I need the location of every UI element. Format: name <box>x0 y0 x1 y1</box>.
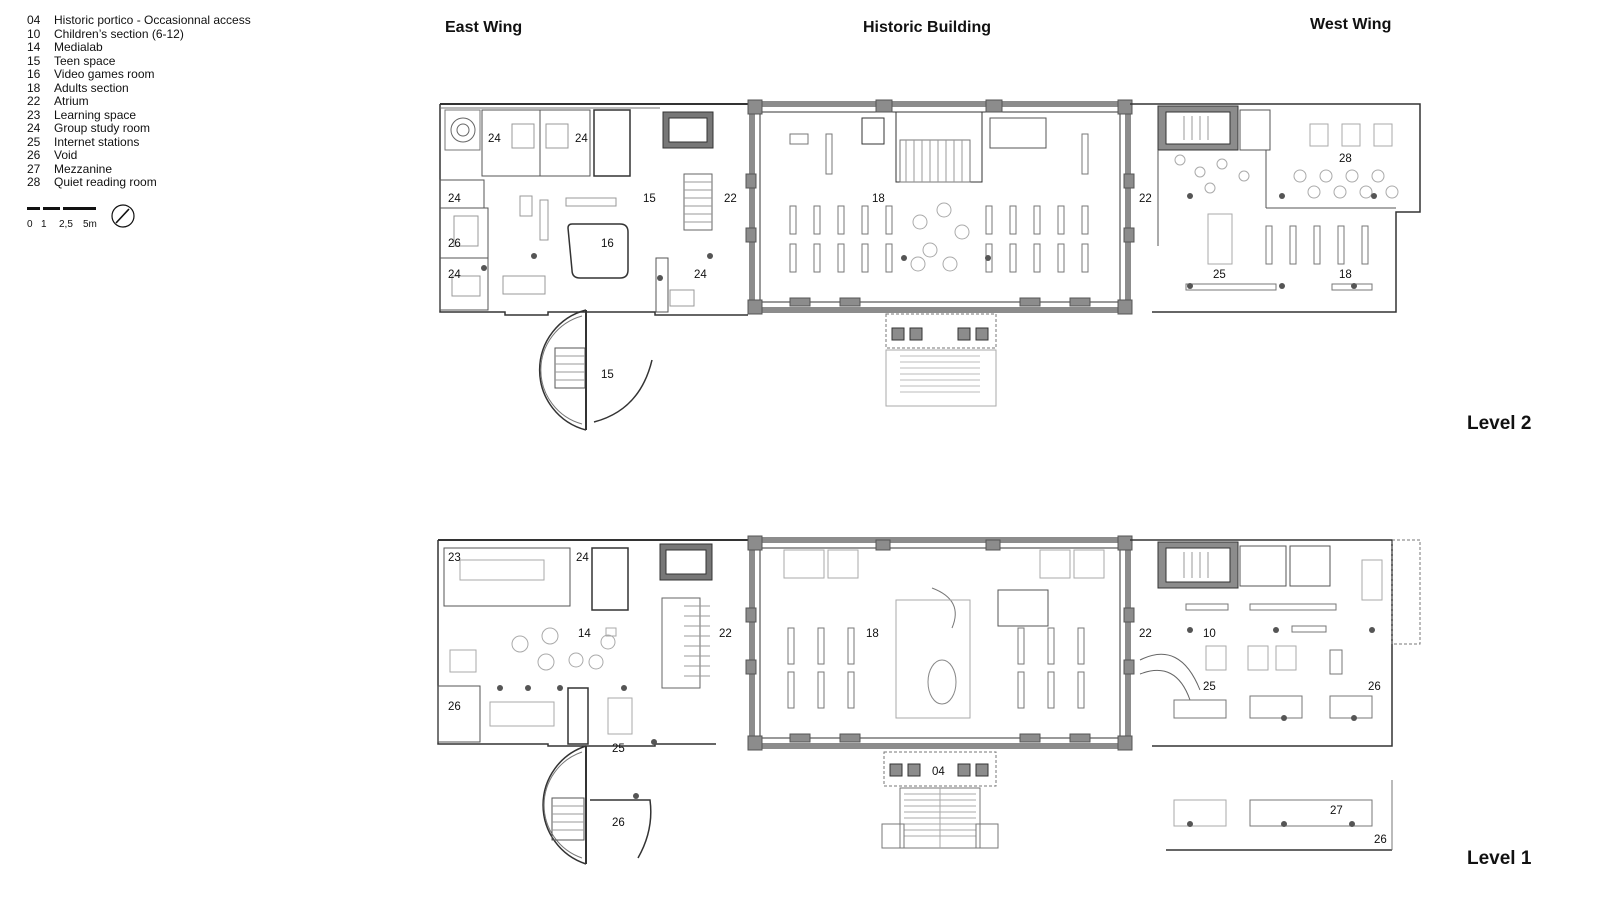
room-label: 16 <box>601 238 614 250</box>
legend-item: 28 Quiet reading room <box>27 175 251 190</box>
legend-label: Atrium <box>54 94 89 108</box>
legend-label: Medialab <box>54 40 103 54</box>
scale-tick-0: 0 <box>27 219 33 230</box>
room-label: 22 <box>1139 628 1152 640</box>
level-1-west-wing <box>1130 539 1421 851</box>
legend-number: 28 <box>27 175 41 189</box>
room-label: 24 <box>448 193 461 205</box>
level-2-plan <box>439 99 1421 431</box>
legend-item: 27 Mezzanine <box>27 161 251 177</box>
level-1-room-labels: 23 24 14 22 18 22 10 25 26 26 25 04 26 2… <box>448 552 1387 846</box>
legend-item: 26 Void <box>27 148 251 163</box>
legend-number: 26 <box>27 148 41 162</box>
legend-label: Quiet reading room <box>54 175 157 189</box>
legend-item: 14 Medialab <box>27 40 251 55</box>
legend-number: 10 <box>27 26 41 41</box>
legend-item: 22 Atrium <box>27 94 251 109</box>
room-label: 22 <box>1139 193 1152 205</box>
historic-building-title: Historic Building <box>863 19 991 36</box>
legend-item: 18 Adults section <box>27 80 251 96</box>
room-label: 10 <box>1203 628 1216 640</box>
room-label: 15 <box>643 193 656 205</box>
room-label: 18 <box>872 193 885 205</box>
legend-item: 15 Teen space <box>27 53 251 69</box>
level-2-east-wing <box>439 103 748 431</box>
legend-label: Void <box>54 148 78 162</box>
room-label: 25 <box>612 743 625 755</box>
legend-item: 16 Video games room <box>27 67 251 82</box>
room-label: 18 <box>866 628 879 640</box>
legend-item: 23 Learning space <box>27 107 251 123</box>
room-label: 27 <box>1330 805 1343 817</box>
level-1-title: Level 1 <box>1467 848 1532 869</box>
level-2-title: Level 2 <box>1467 413 1532 434</box>
scale-bar: 0 1 2,5 5m <box>27 204 147 245</box>
legend-label: Mezzanine <box>54 161 113 176</box>
room-label: 22 <box>719 628 732 640</box>
legend-number: 25 <box>27 134 41 149</box>
legend-number: 15 <box>27 53 41 68</box>
legend-number: 16 <box>27 67 41 81</box>
room-label: 15 <box>601 369 614 381</box>
scale-segment <box>27 207 40 210</box>
room-label: 24 <box>694 269 707 281</box>
level-2-historic-building <box>745 99 1135 407</box>
level-1-plan <box>437 535 1421 865</box>
scale-tick-1: 1 <box>41 219 47 230</box>
room-label: 18 <box>1339 269 1352 281</box>
legend-label: Learning space <box>54 107 137 122</box>
legend-number: 14 <box>27 40 41 54</box>
north-arrow-icon <box>111 204 135 228</box>
legend-label: Video games room <box>54 67 155 81</box>
legend-number: 24 <box>27 121 41 135</box>
room-label: 23 <box>448 552 461 564</box>
scale-tick-3: 5m <box>83 219 97 230</box>
legend-item: 10 Children’s section (6-12) <box>27 26 251 42</box>
legend-label: Teen space <box>54 53 116 68</box>
level-2-room-labels: 24 24 24 26 24 15 16 24 22 18 22 28 25 1… <box>448 133 1352 381</box>
room-label: 04 <box>932 766 945 778</box>
legend-label: Children’s section (6-12) <box>54 26 184 41</box>
room-label: 26 <box>448 701 461 713</box>
legend-item: 04 Historic portico - Occasionnal access <box>27 13 251 28</box>
west-wing-title: West Wing <box>1310 16 1392 33</box>
scale-segment <box>63 207 96 210</box>
room-label: 24 <box>575 133 588 145</box>
scale-tick-2: 2,5 <box>59 219 73 230</box>
level-2-west-wing <box>1130 103 1421 313</box>
room-label: 28 <box>1339 153 1352 165</box>
legend-number: 04 <box>27 13 41 27</box>
east-wing-title: East Wing <box>445 19 523 36</box>
legend-label: Group study room <box>54 121 151 135</box>
level-1-historic-building <box>745 535 1135 849</box>
legend-label: Historic portico - Occasionnal access <box>54 13 251 27</box>
room-label: 24 <box>448 269 461 281</box>
scale-segment <box>43 207 60 210</box>
legend-number: 27 <box>27 161 41 176</box>
room-label: 25 <box>1213 269 1226 281</box>
legend-label: Internet stations <box>54 134 140 149</box>
room-label: 25 <box>1203 681 1216 693</box>
room-label: 26 <box>1368 681 1381 693</box>
room-label: 14 <box>578 628 591 640</box>
room-label: 24 <box>576 552 589 564</box>
legend-label: Adults section <box>54 80 129 95</box>
legend-item: 24 Group study room <box>27 121 251 136</box>
legend-number: 18 <box>27 80 41 95</box>
room-label: 22 <box>724 193 737 205</box>
room-label: 24 <box>488 133 501 145</box>
level-1-east-wing <box>437 539 748 865</box>
room-label: 26 <box>1374 834 1387 846</box>
legend-item: 25 Internet stations <box>27 134 251 150</box>
legend-number: 23 <box>27 107 41 122</box>
room-label: 26 <box>448 238 461 250</box>
room-label: 26 <box>612 817 625 829</box>
legend-number: 22 <box>27 94 41 108</box>
